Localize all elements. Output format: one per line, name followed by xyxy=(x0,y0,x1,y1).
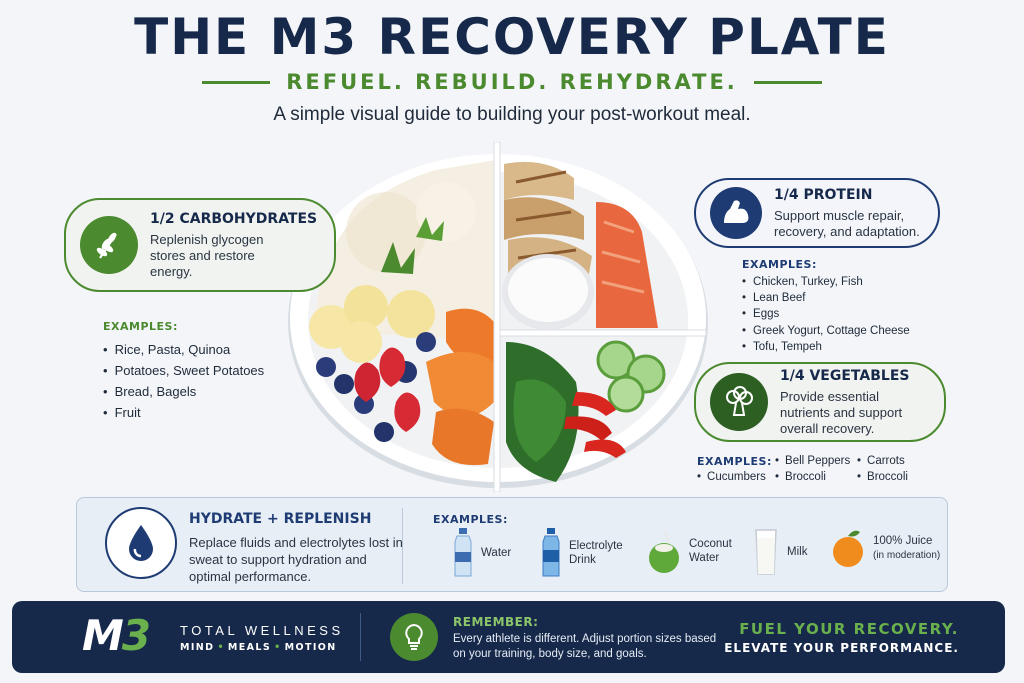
list-item: Chicken, Turkey, Fish xyxy=(742,274,910,290)
carbohydrates-card: 1/2 CARBOHYDRATES Replenish glycogen sto… xyxy=(64,198,336,292)
vegetables-description: Provide essential nutrients and support … xyxy=(780,388,903,436)
tagline-row: REFUEL. REBUILD. REHYDRATE. xyxy=(0,70,1024,94)
drink-juice: 100% Juice (in moderation) xyxy=(831,528,940,568)
divider xyxy=(360,613,361,661)
tagline: REFUEL. REBUILD. REHYDRATE. xyxy=(286,70,738,94)
protein-examples-label: EXAMPLES: xyxy=(742,258,817,271)
salmon-portion xyxy=(596,202,658,328)
list-item: Fruit xyxy=(103,402,264,423)
tagline-rule-right xyxy=(753,80,822,84)
subtitle: A simple visual guide to building your p… xyxy=(273,104,751,125)
pillar-motion: MOTION xyxy=(284,642,337,653)
sweet-potato-portion xyxy=(426,308,494,466)
drink-water: Water xyxy=(453,528,511,578)
list-item: Potatoes, Sweet Potatoes xyxy=(103,360,265,381)
pillar-mind: MIND xyxy=(180,642,215,653)
drink-label: 100% Juice xyxy=(873,534,933,547)
slogan-secondary: ELEVATE YOUR PERFORMANCE. xyxy=(724,641,959,655)
tagline-rule-left xyxy=(202,80,271,84)
list-item: Greek Yogurt, Cottage Cheese xyxy=(742,323,910,339)
water-bottle-icon xyxy=(454,528,472,577)
drink-label: Electrolyte Drink xyxy=(569,540,623,566)
page-title: THE M3 RECOVERY PLATE xyxy=(134,8,890,66)
brand-pillars: MIND•MEALS•MOTION xyxy=(180,642,337,653)
drink-milk: Milk xyxy=(753,528,807,576)
vegetables-card: 1/4 VEGETABLES Provide essential nutrien… xyxy=(694,362,946,442)
carbohydrates-title: 1/2 CARBOHYDRATES xyxy=(150,210,318,227)
remember-title: REMEMBER: xyxy=(453,615,539,629)
carbohydrates-examples-label: EXAMPLES: xyxy=(103,320,178,333)
protein-description: Support muscle repair, recovery, and ada… xyxy=(774,207,920,239)
drink-label: Coconut Water xyxy=(689,538,732,564)
plate-icon xyxy=(288,141,708,493)
list-item: Broccoli xyxy=(775,471,826,483)
carbohydrates-description: Replenish glycogen stores and restore en… xyxy=(150,231,264,279)
electrolyte-bottle-icon xyxy=(542,528,560,577)
list-item: Eggs xyxy=(742,306,910,322)
recovery-plate-illustration xyxy=(286,141,710,493)
fruit-portion xyxy=(309,285,436,442)
drink-note: (in moderation) xyxy=(873,549,941,561)
list-item: Tofu, Tempeh xyxy=(742,339,910,355)
list-item: Cucumbers xyxy=(697,471,766,483)
orange-icon xyxy=(833,530,863,567)
list-item: Carrots xyxy=(857,455,905,467)
hydration-description: Replace fluids and electrolytes lost in … xyxy=(189,535,403,584)
hydration-examples-label: EXAMPLES: xyxy=(433,513,508,526)
milk-glass-icon xyxy=(755,529,777,575)
protein-title: 1/4 PROTEIN xyxy=(774,186,873,203)
divider xyxy=(402,508,403,584)
vegetables-examples-label: EXAMPLES: xyxy=(697,455,772,468)
muscle-arm-icon xyxy=(710,187,762,239)
remember-text: Every athlete is different. Adjust porti… xyxy=(453,633,717,660)
drink-coconut: Coconut Water xyxy=(647,528,737,574)
list-item: Broccoli xyxy=(857,471,908,483)
coconut-icon xyxy=(649,531,679,573)
drink-label-wrap: 100% Juice (in moderation) xyxy=(873,534,940,563)
logo-3: 3 xyxy=(121,611,151,660)
list-item: Bread, Bagels xyxy=(103,381,264,402)
hydration-title: HYDRATE + REPLENISH xyxy=(189,511,372,527)
drink-electrolyte: Electrolyte Drink xyxy=(541,528,627,578)
hydration-panel: HYDRATE + REPLENISH Replace fluids and e… xyxy=(76,497,948,592)
list-item: Lean Beef xyxy=(742,290,910,306)
wheat-icon xyxy=(80,216,138,274)
brand-name: TOTAL WELLNESS xyxy=(180,623,344,638)
list-item: Rice, Pasta, Quinoa xyxy=(103,339,264,360)
water-drop-icon xyxy=(105,507,177,579)
drink-label: Water xyxy=(481,547,512,559)
pillar-meals: MEALS xyxy=(227,642,272,653)
m3-logo: M3 xyxy=(82,611,151,660)
vegetable-portion xyxy=(506,340,666,482)
drink-label: Milk xyxy=(787,546,808,558)
lightbulb-icon xyxy=(390,613,438,661)
carbohydrates-examples: EXAMPLES: Rice, Pasta, Quinoa Potatoes, … xyxy=(103,320,264,423)
broccoli-icon xyxy=(710,373,768,431)
protein-card: 1/4 PROTEIN Support muscle repair, recov… xyxy=(694,178,940,248)
footer-banner: M3 TOTAL WELLNESS MIND•MEALS•MOTION REME… xyxy=(12,601,1005,673)
logo-m: M xyxy=(82,611,124,660)
vegetables-title: 1/4 VEGETABLES xyxy=(780,367,910,384)
slogan-primary: FUEL YOUR RECOVERY. xyxy=(739,620,959,638)
protein-examples: EXAMPLES: Chicken, Turkey, Fish Lean Bee… xyxy=(742,258,910,355)
list-item: Bell Peppers xyxy=(775,455,850,467)
yogurt-portion xyxy=(502,254,594,330)
